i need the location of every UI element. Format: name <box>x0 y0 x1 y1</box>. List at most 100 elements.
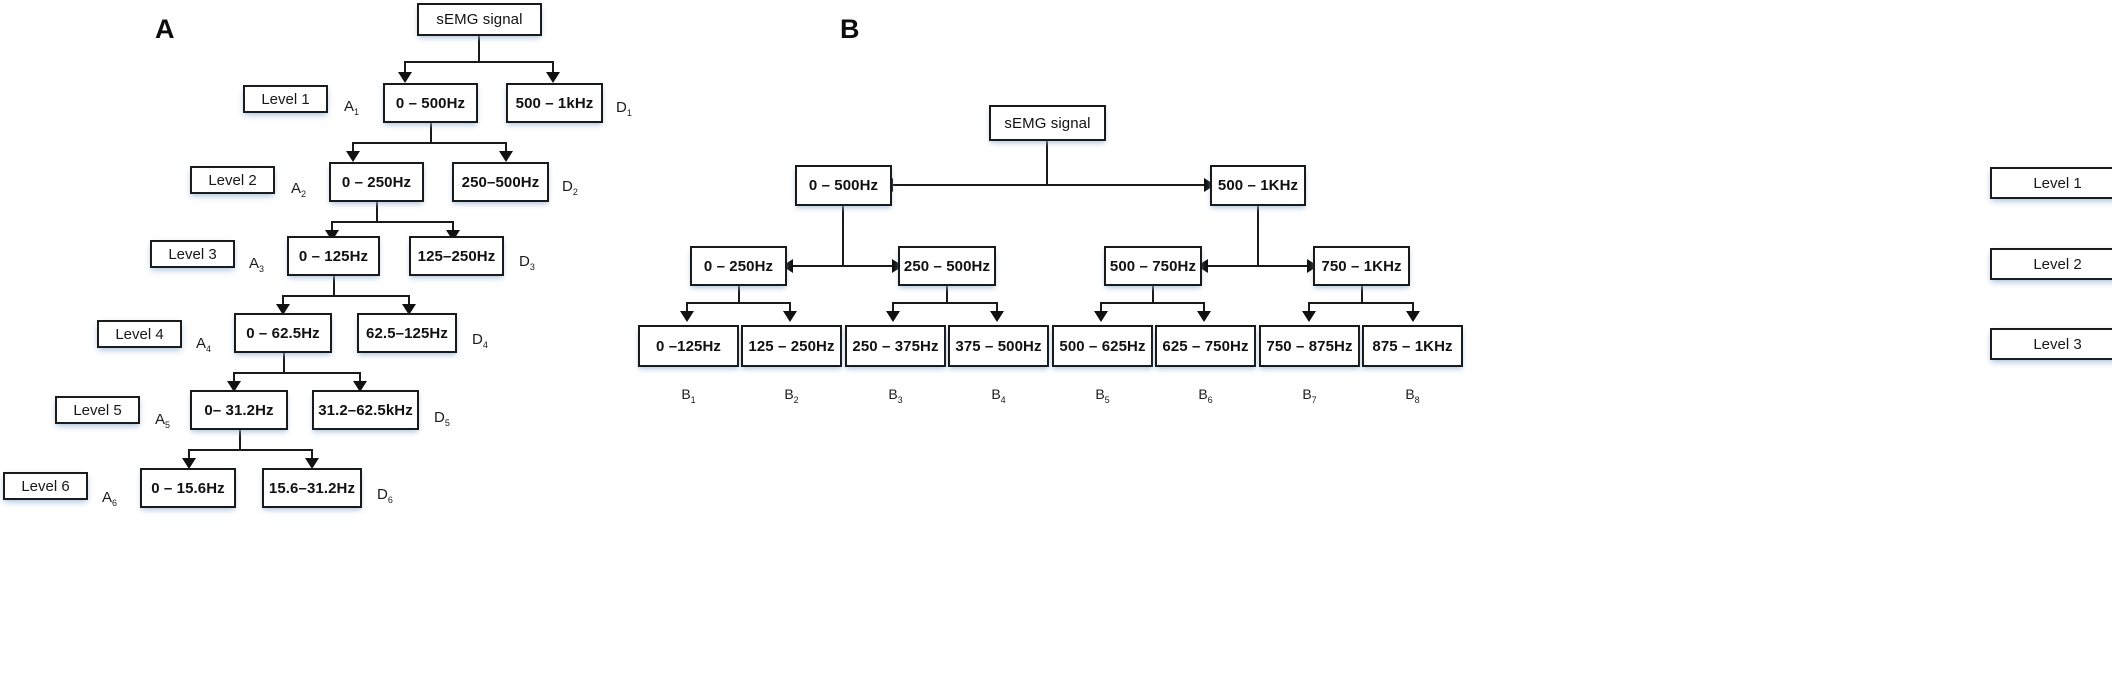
arrowhead-a3-left <box>276 304 290 315</box>
connector-a1-bus <box>352 142 506 144</box>
panel-b-root-box: sEMG signal <box>989 105 1106 141</box>
panel-a-level-2-label: Level 2 <box>190 166 275 194</box>
arrowhead-b-l3-2 <box>886 311 900 322</box>
panel-b-box-l2-1: 250 – 500Hz <box>898 246 996 286</box>
panel-a-box-a6: 0 – 15.6Hz <box>140 468 236 508</box>
connector-b-l1-0-bus <box>790 265 900 267</box>
connector-a5-left-drop <box>188 449 190 459</box>
panel-a-box-d1: 500 – 1kHz <box>506 83 603 123</box>
panel-a-tag-d5: D5 <box>434 409 450 428</box>
panel-b-leaf-tag-3: B4 <box>991 386 1006 405</box>
panel-b-box-l3-2: 250 – 375Hz <box>845 325 946 367</box>
panel-a-box-d2: 250–500Hz <box>452 162 549 202</box>
connector-b-l2-0-bus <box>686 302 791 304</box>
arrowhead-b-l3-5 <box>1197 311 1211 322</box>
connector-a2-bus <box>331 221 453 223</box>
arrowhead-b-l2-2 <box>1197 259 1208 273</box>
connector-b-l2-3-stem <box>1361 286 1363 303</box>
panel-a-box-a3: 0 – 125Hz <box>287 236 380 276</box>
connector-b-root-bus <box>890 184 1212 186</box>
connector-b-l2-3-bus <box>1308 302 1414 304</box>
panel-b-leaf-tag-2: B3 <box>888 386 903 405</box>
panel-a-box-d3: 125–250Hz <box>409 236 504 276</box>
connector-b-l2-1-stem <box>946 286 948 303</box>
panel-a-tag-a3: A3 <box>249 255 265 274</box>
connector-b-l2-3-ldrop <box>1308 302 1310 312</box>
connector-a-root-stem <box>478 36 480 62</box>
panel-a-level-1-label: Level 1 <box>243 85 328 113</box>
connector-b-l1-1-bus <box>1205 265 1315 267</box>
panel-a-tag-a1: A1 <box>344 98 360 117</box>
arrowhead-b-l2-0 <box>782 259 793 273</box>
connector-a5-bus <box>188 449 313 451</box>
connector-a5-right-drop <box>311 449 313 459</box>
connector-b-root-stem <box>1046 141 1048 185</box>
panel-b-box-l1-0: 0 – 500Hz <box>795 165 892 206</box>
arrowhead-a2-right <box>446 230 460 241</box>
panel-a-box-a1: 0 – 500Hz <box>383 83 478 123</box>
arrowhead-b-l2-1 <box>892 259 903 273</box>
connector-a-root-right-drop <box>552 61 554 73</box>
arrowhead-a5-right <box>305 458 319 469</box>
arrowhead-a5-left <box>182 458 196 469</box>
panel-a-level-5-label: Level 5 <box>55 396 140 424</box>
panel-b-leaf-tag-0: B1 <box>681 386 696 405</box>
arrowhead-a-root-right <box>546 72 560 83</box>
connector-b-l2-0-rdrop <box>789 302 791 312</box>
panel-a-box-d4: 62.5–125Hz <box>357 313 457 353</box>
panel-letter-b: B <box>840 14 860 44</box>
connector-b-l2-2-rdrop <box>1203 302 1205 312</box>
panel-a-tag-d1: D1 <box>616 99 632 118</box>
arrowhead-a4-left <box>227 381 241 392</box>
connector-b-l2-1-bus <box>892 302 998 304</box>
panel-a-tag-a6: A6 <box>102 489 118 508</box>
panel-a-tag-d2: D2 <box>562 178 578 197</box>
arrowhead-b-l3-6 <box>1302 311 1316 322</box>
connector-a3-left-drop <box>282 295 284 305</box>
panel-a-tag-d3: D3 <box>519 253 535 272</box>
panel-b-box-l3-5: 625 – 750Hz <box>1155 325 1256 367</box>
panel-b-leaf-tag-7: B8 <box>1405 386 1420 405</box>
arrowhead-b-l3-0 <box>680 311 694 322</box>
panel-b-level-2-label: Level 2 <box>1990 248 2112 280</box>
connector-b-l2-2-stem <box>1152 286 1154 303</box>
connector-b-l2-0-ldrop <box>686 302 688 312</box>
panel-b-leaf-tag-1: B2 <box>784 386 799 405</box>
panel-a-box-a2: 0 – 250Hz <box>329 162 424 202</box>
arrowhead-a4-right <box>353 381 367 392</box>
panel-b-box-l3-0: 0 –125Hz <box>638 325 739 367</box>
panel-b-box-l3-4: 500 – 625Hz <box>1052 325 1153 367</box>
panel-a-tag-d6: D6 <box>377 486 393 505</box>
connector-a-root-left-drop <box>404 61 406 73</box>
connector-b-l2-1-ldrop <box>892 302 894 312</box>
panel-b-leaf-tag-4: B5 <box>1095 386 1110 405</box>
connector-a2-left-drop <box>331 221 333 231</box>
connector-b-l2-0-stem <box>738 286 740 303</box>
panel-b-level-3-label: Level 3 <box>1990 328 2112 360</box>
arrowhead-b-l3-7 <box>1406 311 1420 322</box>
arrowhead-a3-right <box>402 304 416 315</box>
arrowhead-b-l3-1 <box>783 311 797 322</box>
connector-b-l2-2-ldrop <box>1100 302 1102 312</box>
panel-a-box-a4: 0 – 62.5Hz <box>234 313 332 353</box>
panel-b-box-l3-7: 875 – 1KHz <box>1362 325 1463 367</box>
panel-a-root-box: sEMG signal <box>417 3 542 36</box>
connector-b-l2-1-rdrop <box>996 302 998 312</box>
connector-a2-right-drop <box>452 221 454 231</box>
panel-b-box-l2-2: 500 – 750Hz <box>1104 246 1202 286</box>
panel-a-tag-a2: A2 <box>291 180 307 199</box>
arrowhead-a1-right <box>499 151 513 162</box>
connector-b-l2-2-bus <box>1100 302 1205 304</box>
panel-a-box-d5: 31.2–62.5kHz <box>312 390 419 430</box>
arrowhead-b-l3-4 <box>1094 311 1108 322</box>
arrowhead-b-l3-3 <box>990 311 1004 322</box>
panel-b-box-l3-3: 375 – 500Hz <box>948 325 1049 367</box>
connector-a1-left-drop <box>352 142 354 152</box>
panel-b-leaf-tag-6: B7 <box>1302 386 1317 405</box>
panel-b-leaf-tag-5: B6 <box>1198 386 1213 405</box>
panel-b-level-1-label: Level 1 <box>1990 167 2112 199</box>
connector-a5-stem <box>239 430 241 450</box>
panel-a-tag-d4: D4 <box>472 331 488 350</box>
panel-a-box-a5: 0– 31.2Hz <box>190 390 288 430</box>
